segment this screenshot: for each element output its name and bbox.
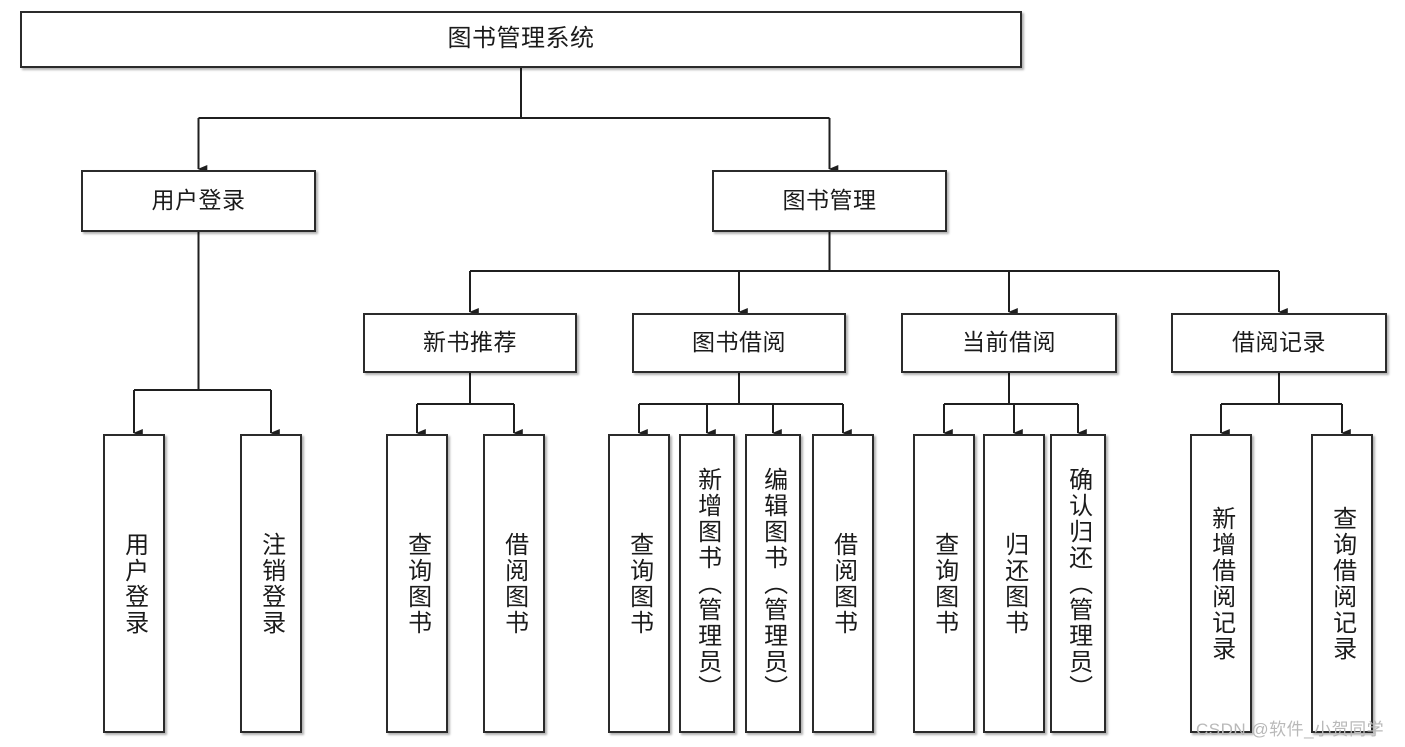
node-submodule-borrow-record[interactable]: 借阅记录 — [1171, 313, 1387, 373]
node-leaf-add-book-admin[interactable]: 新增图书（管理员） — [679, 434, 735, 733]
node-module-user-login[interactable]: 用户登录 — [81, 170, 316, 232]
node-submodule-book-borrow-label: 图书借阅 — [692, 329, 786, 356]
node-leaf-user-login-label: 用户登录 — [120, 531, 148, 636]
node-leaf-return-book-label: 归还图书 — [1000, 531, 1028, 636]
node-submodule-current-borrow[interactable]: 当前借阅 — [901, 313, 1117, 373]
node-leaf-logout-label: 注销登录 — [257, 531, 285, 636]
node-leaf-query-borrow-record[interactable]: 查询借阅记录 — [1311, 434, 1373, 733]
node-leaf-borrow-book[interactable]: 借阅图书 — [812, 434, 874, 733]
node-submodule-current-borrow-label: 当前借阅 — [962, 329, 1056, 356]
node-leaf-query-book-borrow[interactable]: 查询图书 — [608, 434, 670, 733]
node-leaf-edit-book-admin[interactable]: 编辑图书（管理员） — [745, 434, 801, 733]
node-leaf-query-book-recommend-label: 查询图书 — [403, 531, 431, 636]
node-leaf-confirm-return-admin[interactable]: 确认归还（管理员） — [1050, 434, 1106, 733]
node-submodule-new-book-recommend[interactable]: 新书推荐 — [363, 313, 577, 373]
node-leaf-confirm-return-admin-label: 确认归还（管理员） — [1064, 466, 1092, 701]
node-leaf-borrow-book-label: 借阅图书 — [829, 531, 857, 636]
node-leaf-add-borrow-record[interactable]: 新增借阅记录 — [1190, 434, 1252, 733]
node-leaf-query-book-borrow-label: 查询图书 — [625, 531, 653, 636]
node-root-label: 图书管理系统 — [447, 25, 595, 53]
node-module-book-management[interactable]: 图书管理 — [712, 170, 947, 232]
node-leaf-query-borrow-record-label: 查询借阅记录 — [1328, 505, 1356, 662]
node-leaf-query-book-current-label: 查询图书 — [930, 531, 958, 636]
node-leaf-add-borrow-record-label: 新增借阅记录 — [1207, 505, 1235, 662]
node-submodule-new-book-recommend-label: 新书推荐 — [423, 329, 517, 356]
node-leaf-add-book-admin-label: 新增图书（管理员） — [693, 466, 721, 701]
node-leaf-logout[interactable]: 注销登录 — [240, 434, 302, 733]
node-root[interactable]: 图书管理系统 — [20, 11, 1022, 68]
node-leaf-borrow-book-recommend-label: 借阅图书 — [500, 531, 528, 636]
node-submodule-borrow-record-label: 借阅记录 — [1232, 329, 1326, 356]
node-leaf-edit-book-admin-label: 编辑图书（管理员） — [759, 466, 787, 701]
node-leaf-user-login[interactable]: 用户登录 — [103, 434, 165, 733]
node-leaf-query-book-current[interactable]: 查询图书 — [913, 434, 975, 733]
csdn-watermark: CSDN @软件_小贺同学 — [1196, 720, 1385, 739]
node-module-book-management-label: 图书管理 — [782, 187, 877, 214]
node-module-user-login-label: 用户登录 — [151, 187, 246, 214]
node-leaf-return-book[interactable]: 归还图书 — [983, 434, 1045, 733]
node-leaf-borrow-book-recommend[interactable]: 借阅图书 — [483, 434, 545, 733]
node-submodule-book-borrow[interactable]: 图书借阅 — [632, 313, 846, 373]
node-leaf-query-book-recommend[interactable]: 查询图书 — [386, 434, 448, 733]
